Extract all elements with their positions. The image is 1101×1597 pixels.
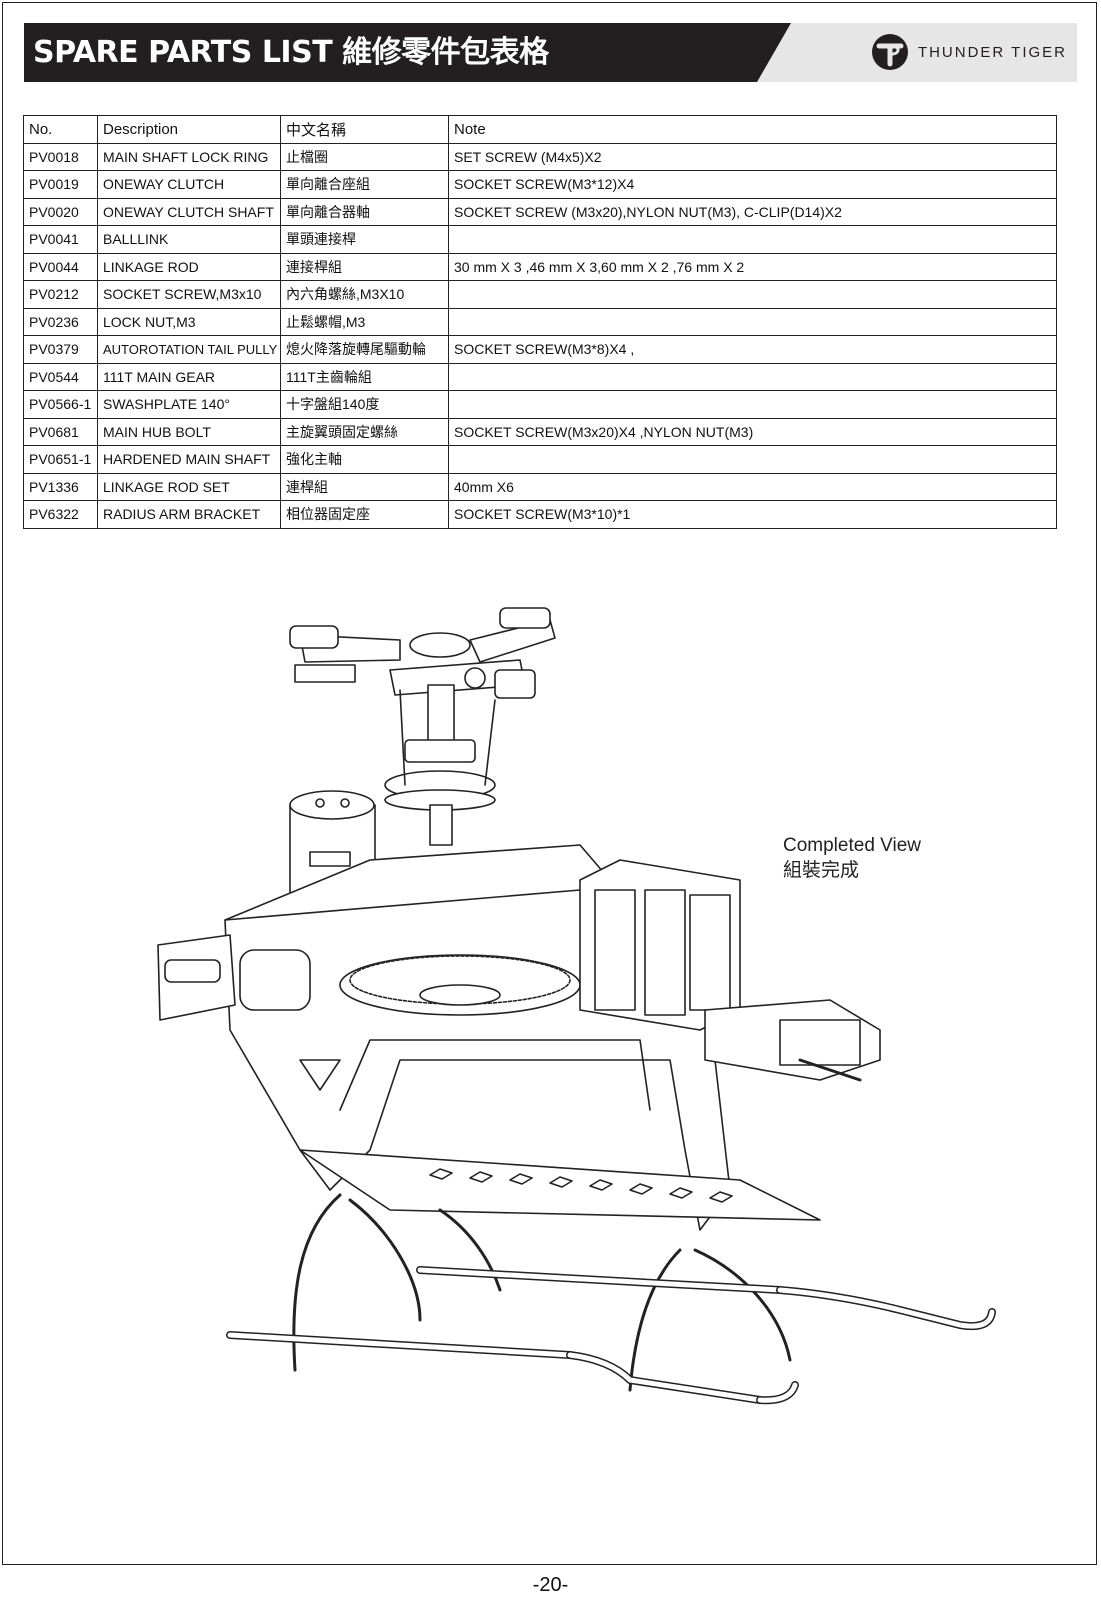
part-number: PV0566-1	[23, 390, 98, 419]
header-banner: SPARE PARTS LIST 維修零件包表格 THUNDER TIGER	[24, 23, 1077, 82]
part-number: PV0236	[23, 307, 98, 336]
servo-tray	[579, 859, 881, 1082]
part-chinese-name: 熄火降落旋轉尾驅動輪	[280, 335, 449, 364]
bottom-plate	[299, 1149, 821, 1221]
part-note: 40mm X6	[448, 472, 1057, 501]
part-description: LINKAGE ROD SET	[97, 472, 281, 501]
part-note: SOCKET SCREW(M3*12)X4	[448, 170, 1057, 199]
table-header-row: No. Description 中文名稱 Note	[23, 115, 1057, 144]
part-number: PV0044	[23, 252, 98, 281]
table-row: PV0044 LINKAGE ROD 連接桿組 30 mm X 3 ,46 mm…	[23, 252, 1057, 281]
part-chinese-name: 單向離合器軸	[280, 197, 449, 226]
part-number: PV0019	[23, 170, 98, 199]
part-note	[448, 445, 1057, 474]
part-chinese-name: 十字盤組140度	[280, 390, 449, 419]
part-chinese-name: 相位器固定座	[280, 500, 449, 529]
completed-view-label-en: Completed View	[783, 835, 922, 856]
column-header: Description	[97, 115, 281, 144]
part-description: LINKAGE ROD	[97, 252, 281, 281]
helicopter-assembly-drawing	[157, 607, 996, 1405]
part-number: PV0018	[23, 142, 98, 171]
part-note: SET SCREW (M4x5)X2	[448, 142, 1057, 171]
part-chinese-name: 止檔圈	[280, 142, 449, 171]
table-row: PV0379 AUTOROTATION TAIL PULLY 熄火降落旋轉尾驅動…	[23, 335, 1057, 364]
part-chinese-name: 主旋翼頭固定螺絲	[280, 417, 449, 446]
page-title: SPARE PARTS LIST 維修零件包表格	[33, 35, 549, 70]
table-row: PV0019 ONEWAY CLUTCH 單向離合座組 SOCKET SCREW…	[23, 170, 1057, 199]
part-number: PV0379	[23, 335, 98, 364]
part-note: 30 mm X 3 ,46 mm X 3,60 mm X 2 ,76 mm X …	[448, 252, 1057, 281]
part-description: ONEWAY CLUTCH SHAFT	[97, 197, 281, 226]
table-row: PV0566-1 SWASHPLATE 140° 十字盤組140度	[23, 390, 1057, 419]
column-header: 中文名稱	[280, 115, 449, 144]
rotor-head	[289, 607, 556, 846]
part-description: HARDENED MAIN SHAFT	[97, 445, 281, 474]
brand-logo: THUNDER TIGER	[870, 31, 1067, 73]
table-row: PV6322 RADIUS ARM BRACKET 相位器固定座 SOCKET …	[23, 500, 1057, 529]
part-description: SWASHPLATE 140°	[97, 390, 281, 419]
part-number: PV0681	[23, 417, 98, 446]
part-number: PV0020	[23, 197, 98, 226]
table-row: PV0018 MAIN SHAFT LOCK RING 止檔圈 SET SCRE…	[23, 142, 1057, 171]
part-number: PV1336	[23, 472, 98, 501]
brand-name: THUNDER TIGER	[917, 43, 1067, 61]
landing-gear	[226, 1193, 996, 1405]
part-description: BALLLINK	[97, 225, 281, 254]
part-number: PV0212	[23, 280, 98, 309]
page-number: -20-	[532, 1574, 569, 1596]
part-chinese-name: 111T主齒輪組	[280, 362, 449, 391]
part-chinese-name: 單頭連接桿	[280, 225, 449, 254]
table-row: PV0544 111T MAIN GEAR 111T主齒輪組	[23, 362, 1057, 391]
table-row: PV0212 SOCKET SCREW,M3x10 內六角螺絲,M3X10	[23, 280, 1057, 309]
part-note: SOCKET SCREW (M3x20),NYLON NUT(M3), C-CL…	[448, 197, 1057, 226]
part-note	[448, 390, 1057, 419]
part-note	[448, 307, 1057, 336]
part-description: ONEWAY CLUTCH	[97, 170, 281, 199]
column-header: Note	[448, 115, 1057, 144]
spare-parts-table: No. Description 中文名稱 Note PV0018 MAIN SH…	[23, 115, 1057, 529]
part-note: SOCKET SCREW(M3x20)X4 ,NYLON NUT(M3)	[448, 417, 1057, 446]
part-number: PV0544	[23, 362, 98, 391]
part-chinese-name: 連桿組	[280, 472, 449, 501]
part-chinese-name: 止鬆螺帽,M3	[280, 307, 449, 336]
part-description: RADIUS ARM BRACKET	[97, 500, 281, 529]
completed-view-label-zh: 組裝完成	[783, 860, 860, 881]
part-chinese-name: 內六角螺絲,M3X10	[280, 280, 449, 309]
column-header: No.	[23, 115, 98, 144]
part-number: PV6322	[23, 500, 98, 529]
part-chinese-name: 單向離合座組	[280, 170, 449, 199]
part-note: SOCKET SCREW(M3*10)*1	[448, 500, 1057, 529]
table-row: PV0651-1 HARDENED MAIN SHAFT 強化主軸	[23, 445, 1057, 474]
page-frame	[2, 2, 1097, 1565]
banner-accent	[757, 23, 1077, 82]
table-row: PV0041 BALLLINK 單頭連接桿	[23, 225, 1057, 254]
part-chinese-name: 強化主軸	[280, 445, 449, 474]
main-gear	[339, 954, 581, 1016]
part-number: PV0041	[23, 225, 98, 254]
part-note: SOCKET SCREW(M3*8)X4 ,	[448, 335, 1057, 364]
table-row: PV0236 LOCK NUT,M3 止鬆螺帽,M3	[23, 307, 1057, 336]
part-chinese-name: 連接桿組	[280, 252, 449, 281]
part-description: MAIN HUB BOLT	[97, 417, 281, 446]
table-row: PV0020 ONEWAY CLUTCH SHAFT 單向離合器軸 SOCKET…	[23, 197, 1057, 226]
completed-view-label: Completed View 組裝完成	[783, 833, 921, 883]
table-row: PV1336 LINKAGE ROD SET 連桿組 40mm X6	[23, 472, 1057, 501]
part-description: SOCKET SCREW,M3x10	[97, 280, 281, 309]
part-number: PV0651-1	[23, 445, 98, 474]
part-description: LOCK NUT,M3	[97, 307, 281, 336]
part-note	[448, 225, 1057, 254]
table-row: PV0681 MAIN HUB BOLT 主旋翼頭固定螺絲 SOCKET SCR…	[23, 417, 1057, 446]
part-description: AUTOROTATION TAIL PULLY	[97, 335, 281, 364]
thunder-tiger-logo-icon	[871, 34, 908, 70]
part-description: 111T MAIN GEAR	[97, 362, 281, 391]
part-note	[448, 280, 1057, 309]
part-description: MAIN SHAFT LOCK RING	[97, 142, 281, 171]
part-note	[448, 362, 1057, 391]
